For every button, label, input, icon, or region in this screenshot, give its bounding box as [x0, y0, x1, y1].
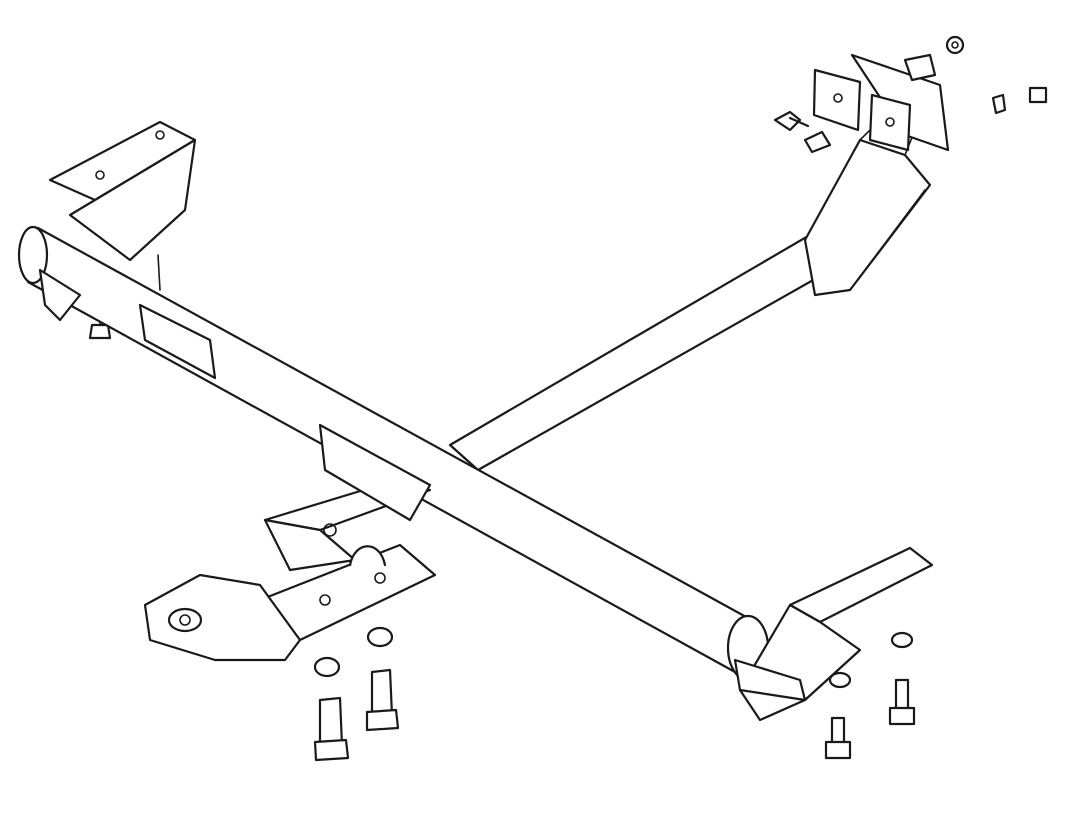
- right-end-bracket: [733, 546, 934, 722]
- top-bolts: [773, 35, 1048, 154]
- bottom-bolts: [313, 626, 916, 762]
- ball-mount-tongue: [143, 573, 302, 662]
- crossbar-tube: [448, 230, 847, 472]
- right-arm-bracket: [803, 119, 932, 297]
- main-tube: [17, 225, 770, 682]
- mounting-plates: [812, 53, 950, 152]
- left-bracket: [48, 120, 197, 340]
